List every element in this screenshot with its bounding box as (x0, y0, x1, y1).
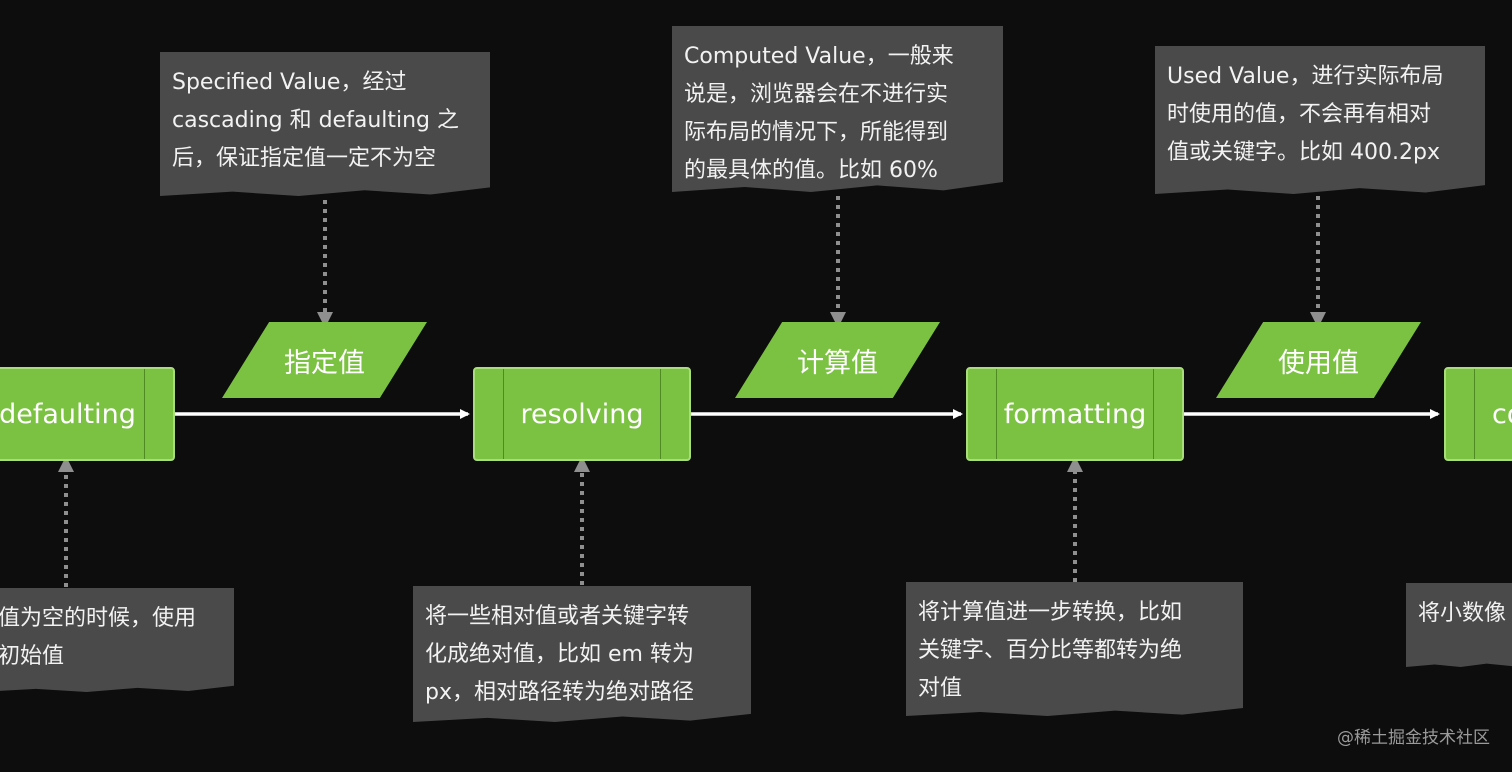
process-resolving-label: resolving (520, 398, 644, 430)
note-specified-value: Specified Value，经过 cascading 和 defaultin… (160, 52, 490, 196)
note-defaulting: 值为空的时候，使用 初始值 (0, 588, 234, 692)
value-computed-label: 计算值 (797, 347, 878, 379)
note-used-value: Used Value，进行实际布局 时使用的值，不会再有相对 值或关键字。比如 … (1155, 46, 1485, 194)
process-defaulting: defaulting (0, 367, 175, 461)
process-defaulting-label: defaulting (0, 398, 136, 430)
note-converting: 将小数像 (1406, 583, 1512, 667)
note-computed-value: Computed Value，一般来 说是，浏览器会在不进行实 际布局的情况下，… (672, 26, 1003, 192)
process-converting: co (1444, 367, 1512, 461)
note-formatting: 将计算值进一步转换，比如 关键字、百分比等都转为绝 对值 (906, 582, 1243, 716)
process-formatting-label: formatting (1003, 398, 1147, 430)
watermark: @稀土掘金技术社区 (1337, 728, 1490, 748)
process-formatting: formatting (966, 367, 1184, 461)
value-specified-label: 指定值 (284, 347, 365, 379)
value-used-label: 使用值 (1278, 347, 1359, 379)
process-converting-label: co (1492, 398, 1512, 430)
note-resolving: 将一些相对值或者关键字转 化成绝对值，比如 em 转为 px，相对路径转为绝对路… (413, 586, 751, 722)
process-resolving: resolving (473, 367, 691, 461)
